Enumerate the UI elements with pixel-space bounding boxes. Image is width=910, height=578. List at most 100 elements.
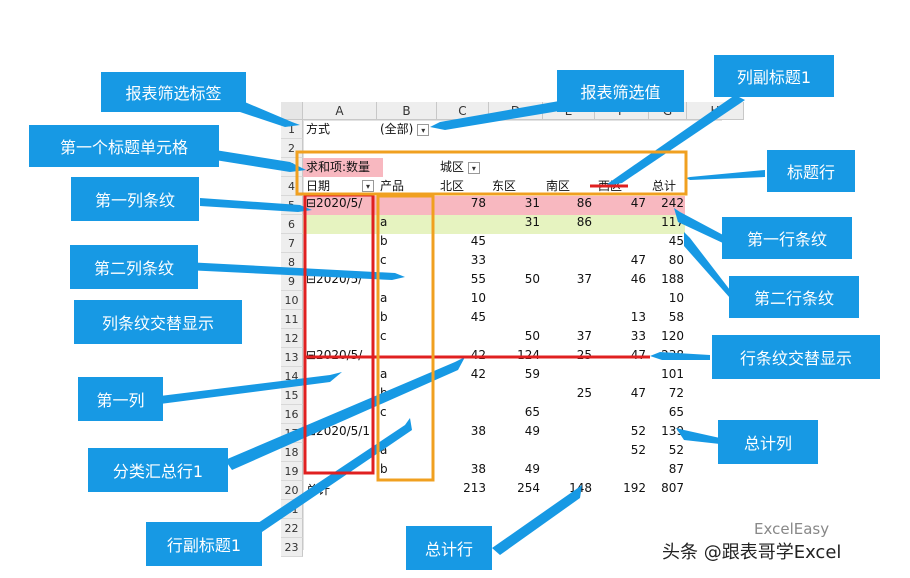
value-cell[interactable]: 25 (576, 386, 592, 400)
value-cell[interactable]: 13 (630, 310, 646, 324)
row-label-product[interactable]: c (380, 405, 387, 419)
callout-row-stripes-alternate: 行条纹交替显示 (712, 335, 880, 379)
value-cell[interactable]: 47 (630, 386, 646, 400)
value-cell[interactable]: 188 (661, 272, 684, 286)
value-cell[interactable]: 80 (668, 253, 684, 267)
value-cell[interactable]: 86 (576, 196, 592, 210)
pivot-col-header[interactable]: 东区 (492, 179, 517, 193)
value-cell[interactable]: 65 (668, 405, 684, 419)
value-cell[interactable]: 38 (470, 424, 486, 438)
row-label-product[interactable]: a (380, 367, 388, 381)
row-header[interactable]: 22 (281, 519, 303, 538)
value-cell[interactable]: 45 (470, 234, 486, 248)
pivot-col-header[interactable]: 南区 (546, 179, 571, 193)
row-header[interactable]: 10 (281, 291, 303, 310)
callout-header-row: 标题行 (767, 150, 855, 192)
arrow-first-header-cell (215, 150, 306, 172)
row-header[interactable]: 11 (281, 310, 303, 329)
value-cell[interactable]: 33 (630, 329, 646, 343)
row-label-product[interactable]: c (380, 253, 387, 267)
grand-total-cell[interactable]: 192 (623, 481, 646, 495)
col-field-label[interactable]: 城区 ▾ (437, 158, 497, 177)
row-label-date[interactable]: ⊟2020/5/ (306, 196, 363, 210)
row-header[interactable]: 9 (281, 272, 303, 291)
arrow-first-row-stripe (674, 208, 725, 244)
grand-total-cell[interactable]: 213 (463, 481, 486, 495)
row-field-1-dropdown-icon[interactable]: ▾ (362, 180, 374, 192)
row-label-product[interactable]: b (380, 234, 388, 248)
row-header[interactable]: 18 (281, 443, 303, 462)
value-cell[interactable]: 31 (524, 196, 540, 210)
value-cell[interactable]: 72 (668, 386, 684, 400)
column-header[interactable]: A (303, 102, 377, 120)
row-header[interactable]: 6 (281, 215, 303, 234)
row-field-1-label[interactable]: 日期 ▾ (303, 177, 377, 196)
values-label: 求和项:数量 (306, 160, 371, 174)
value-cell[interactable]: 50 (524, 272, 540, 286)
value-cell[interactable]: 242 (661, 196, 684, 210)
value-cell[interactable]: 58 (668, 310, 684, 324)
value-cell[interactable]: 59 (524, 367, 540, 381)
second-col-stripe-box (376, 194, 435, 482)
callout-second-row-stripe: 第二行条纹 (729, 276, 859, 318)
arrow-report-filter-label (240, 100, 300, 127)
col-field-dropdown-icon[interactable]: ▾ (467, 161, 480, 174)
value-cell[interactable]: 52 (630, 424, 646, 438)
select-all-corner[interactable] (281, 102, 303, 120)
row-header[interactable]: 19 (281, 462, 303, 481)
value-cell[interactable]: 47 (630, 253, 646, 267)
value-cell[interactable]: 45 (668, 234, 684, 248)
value-cell[interactable]: 42 (470, 367, 486, 381)
row-header[interactable]: 20 (281, 481, 303, 500)
row-header[interactable]: 12 (281, 329, 303, 348)
value-cell[interactable]: 10 (470, 291, 486, 305)
value-cell[interactable]: 86 (576, 215, 592, 229)
value-cell[interactable]: 65 (524, 405, 540, 419)
value-cell[interactable]: 38 (470, 462, 486, 476)
row-label-product[interactable]: b (380, 462, 388, 476)
row-header[interactable]: 23 (281, 538, 303, 557)
row-label-product[interactable]: a (380, 443, 388, 457)
filter-value[interactable]: (全部) ▾ (377, 120, 437, 139)
row-label-product[interactable]: a (380, 291, 388, 305)
row-label-product[interactable]: b (380, 310, 388, 324)
callout-col-stripes-alternate: 列条纹交替显示 (74, 300, 242, 344)
value-cell[interactable]: 49 (524, 462, 540, 476)
arrow-first-column (160, 372, 342, 404)
value-cell[interactable]: 49 (524, 424, 540, 438)
value-cell[interactable]: 47 (630, 196, 646, 210)
value-cell[interactable]: 120 (661, 329, 684, 343)
value-cell[interactable]: 101 (661, 367, 684, 381)
value-cell[interactable]: 52 (668, 443, 684, 457)
value-cell[interactable]: 46 (630, 272, 646, 286)
value-cell[interactable]: 10 (668, 291, 684, 305)
grand-total-cell[interactable]: 254 (517, 481, 540, 495)
row-header[interactable]: 16 (281, 405, 303, 424)
callout-grand-total-row: 总计行 (406, 526, 492, 570)
arrow-header-row (686, 170, 765, 180)
value-cell[interactable]: 45 (470, 310, 486, 324)
value-cell[interactable]: 55 (470, 272, 486, 286)
pivot-col-header[interactable]: 北区 (440, 179, 465, 193)
value-cell[interactable]: 37 (576, 329, 592, 343)
grand-total-cell[interactable]: 807 (661, 481, 684, 495)
value-cell[interactable]: 52 (630, 443, 646, 457)
watermark-text: 头条 @跟表哥学Excel (662, 542, 842, 563)
row-header[interactable]: 15 (281, 386, 303, 405)
value-cell[interactable]: 78 (470, 196, 486, 210)
filter-dropdown-icon[interactable]: ▾ (417, 123, 430, 136)
pivot-col-header[interactable]: 总计 (652, 179, 677, 193)
row-header[interactable]: 13 (281, 348, 303, 367)
row-field-1-text: 日期 (306, 179, 331, 193)
value-cell[interactable]: 31 (524, 215, 540, 229)
value-cell[interactable]: 139 (661, 424, 684, 438)
row-label-product[interactable]: a (380, 215, 388, 229)
value-cell[interactable]: 87 (668, 462, 684, 476)
row-header[interactable]: 7 (281, 234, 303, 253)
value-cell[interactable]: 33 (470, 253, 486, 267)
row-label-product[interactable]: c (380, 329, 387, 343)
row-field-2-label[interactable]: 产品 (380, 179, 405, 193)
value-cell[interactable]: 50 (524, 329, 540, 343)
value-cell[interactable]: 37 (576, 272, 592, 286)
column-header[interactable]: B (377, 102, 437, 120)
